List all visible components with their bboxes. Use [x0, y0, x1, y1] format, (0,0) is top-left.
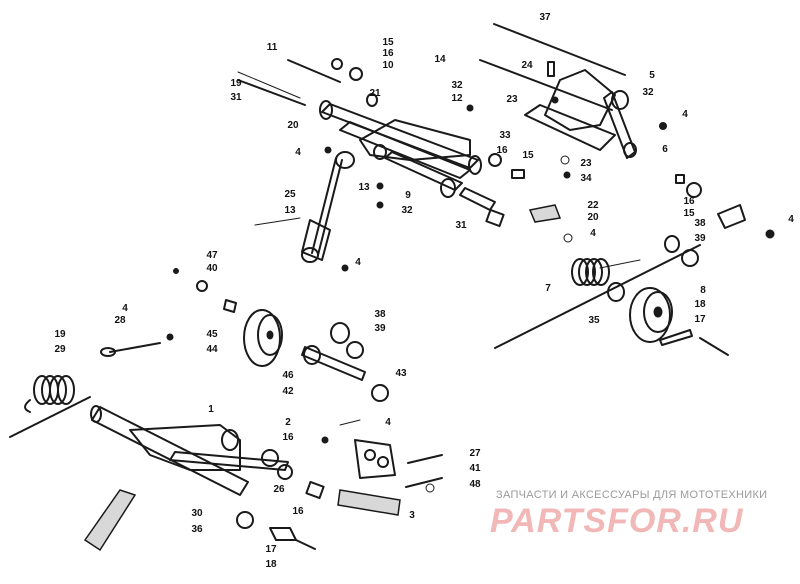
callout-c46: 46: [282, 370, 294, 381]
callout-c4c: 4: [590, 228, 596, 239]
upper-rear-arm-assembly: [237, 23, 775, 356]
callout-c26: 26: [273, 484, 285, 495]
callout-c29: 29: [54, 344, 66, 355]
callout-c38a: 38: [694, 218, 706, 229]
callout-c9: 9: [405, 190, 411, 201]
callout-c7: 7: [545, 283, 551, 294]
callout-c23a: 23: [506, 94, 518, 105]
callout-c10: 10: [382, 60, 394, 71]
callout-c32a: 32: [642, 87, 654, 98]
callout-c3: 3: [409, 510, 415, 521]
callout-c1: 1: [208, 404, 214, 415]
callout-c38b: 38: [374, 309, 386, 320]
callout-c47: 47: [206, 250, 218, 261]
watermark-brand: PARTSFOR.RU: [490, 502, 744, 540]
right-idler-wheel: [629, 287, 673, 343]
callout-c32b: 32: [451, 80, 463, 91]
callout-c16d: 16: [282, 432, 294, 443]
right-torsion-spring: [571, 258, 610, 286]
callout-c40: 40: [206, 263, 218, 274]
callout-c19b: 19: [54, 329, 66, 340]
callout-c31b: 31: [455, 220, 467, 231]
callout-c5: 5: [649, 70, 655, 81]
callout-c4g: 4: [385, 417, 391, 428]
callout-c6: 6: [662, 144, 668, 155]
callout-c20a: 20: [287, 120, 299, 131]
callout-c33: 33: [499, 130, 511, 141]
callout-c41: 41: [469, 463, 481, 474]
lower-front-arm-assembly: [9, 375, 443, 552]
callout-c16c: 16: [683, 196, 695, 207]
callout-c24: 24: [521, 60, 533, 71]
watermark: ЗАПЧАСТИ И АКСЕССУАРЫ ДЛЯ МОТОТЕХНИКИ PA…: [490, 489, 767, 540]
callout-c23b: 23: [580, 158, 592, 169]
left-torsion-spring: [33, 375, 75, 405]
callout-c22: 22: [587, 200, 599, 211]
callout-c43: 43: [395, 368, 407, 379]
callout-c13b: 13: [284, 205, 296, 216]
callout-c34: 34: [580, 173, 592, 184]
callout-c30: 30: [191, 508, 203, 519]
callout-c4a: 4: [682, 109, 688, 120]
callout-c35: 35: [588, 315, 600, 326]
callout-c45: 45: [206, 329, 218, 340]
callout-c15a: 15: [382, 37, 394, 48]
callout-c18b: 18: [265, 559, 277, 570]
callout-c4f: 4: [122, 303, 128, 314]
callout-c21: 21: [369, 88, 381, 99]
callout-c16e: 16: [292, 506, 304, 517]
callout-c2: 2: [285, 417, 291, 428]
callout-c16b: 16: [496, 145, 508, 156]
callout-c48: 48: [469, 479, 481, 490]
callout-c39b: 39: [374, 323, 386, 334]
callout-c36: 36: [191, 524, 203, 535]
callout-c19a: 19: [230, 78, 242, 89]
callout-c16a: 16: [382, 48, 394, 59]
callout-c12: 12: [451, 93, 463, 104]
callout-c17b: 17: [265, 544, 277, 555]
callout-c44: 44: [206, 344, 218, 355]
callout-c4b: 4: [295, 147, 301, 158]
callout-c42: 42: [282, 386, 294, 397]
callout-c37: 37: [539, 12, 551, 23]
callout-c25: 25: [284, 189, 296, 200]
callout-c27: 27: [469, 448, 481, 459]
callout-c14: 14: [434, 54, 446, 65]
callout-c4e: 4: [355, 257, 361, 268]
middle-idler-wheel: [243, 309, 283, 367]
callout-c15c: 15: [683, 208, 695, 219]
middle-idler-assembly: [100, 268, 389, 402]
callout-c28: 28: [114, 315, 126, 326]
callout-c13a: 13: [358, 182, 370, 193]
watermark-tagline: ЗАПЧАСТИ И АКСЕССУАРЫ ДЛЯ МОТОТЕХНИКИ: [496, 489, 767, 501]
callout-c31a: 31: [230, 92, 242, 103]
callout-c11: 11: [267, 42, 278, 53]
callout-c18a: 18: [694, 299, 706, 310]
callout-c17a: 17: [694, 314, 706, 325]
callout-c4d: 4: [788, 214, 794, 225]
callout-c15b: 15: [522, 150, 534, 161]
callout-c32c: 32: [401, 205, 413, 216]
callout-c8: 8: [700, 285, 706, 296]
callout-c20b: 20: [587, 212, 599, 223]
callout-c39a: 39: [694, 233, 706, 244]
